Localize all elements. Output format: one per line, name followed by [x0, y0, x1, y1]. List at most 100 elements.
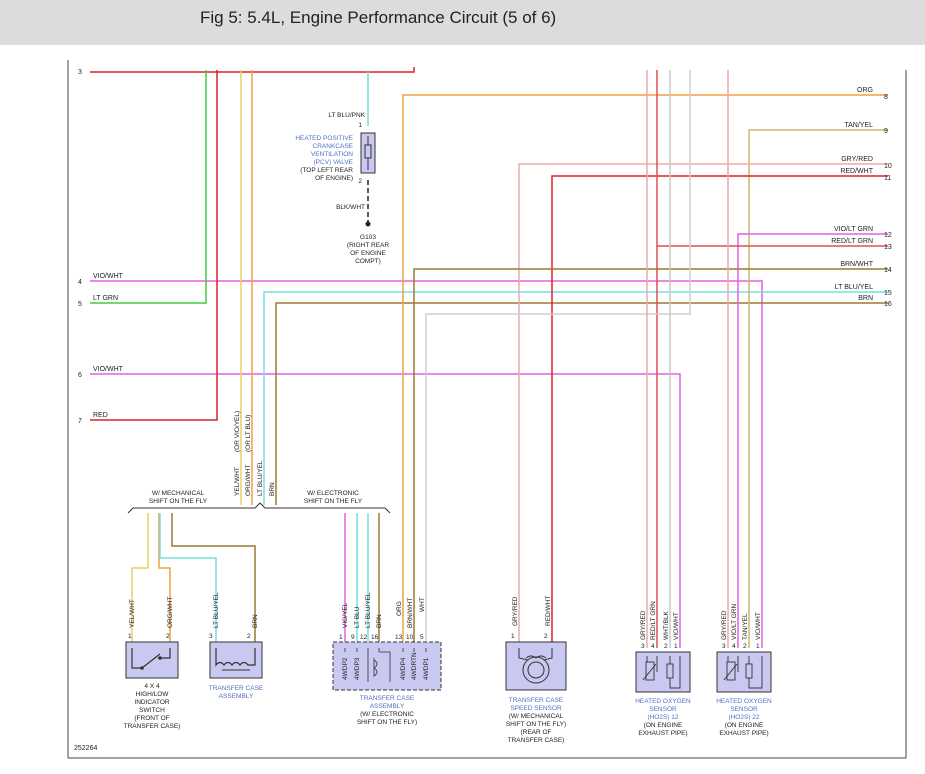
ground-g103	[365, 221, 371, 227]
heated-oxygen-sensor-22: GRY/RED VIO/LT GRN TAN/YEL VIO/WHT 3 4 2…	[716, 603, 772, 737]
component-label: TRANSFER CASE	[209, 685, 264, 692]
wires	[90, 67, 888, 648]
component-label: (ON ENGINE	[644, 722, 683, 729]
tca2-inner-label: 4WDP4	[400, 657, 407, 680]
pcv-name-line: (PCV) VALVE	[314, 159, 354, 166]
left-conn-color: VIO/WHT	[93, 273, 124, 280]
wire-ltblu-15	[263, 291, 888, 505]
component-label: (W/ MECHANICAL	[509, 713, 564, 720]
wire-mech-yel	[131, 513, 149, 648]
wire-vio-6	[90, 373, 681, 648]
pin-label: 9	[351, 634, 355, 641]
pin-label: 5	[420, 634, 424, 641]
pcv-loc-line: OF ENGINE)	[315, 175, 353, 182]
right-conn-num: 8	[884, 94, 888, 101]
ground-loc-line: COMPT)	[355, 258, 381, 265]
pcv-wire-top-label: LT BLU/PNK	[328, 112, 365, 119]
wire-label: BRN	[252, 614, 259, 628]
right-conn-color: RED/WHT	[840, 168, 873, 175]
component-label: SENSOR	[730, 706, 758, 713]
tca2-body	[332, 641, 442, 691]
vlabel-orltblu: (OR LT BLU)	[245, 415, 252, 452]
option-electronic-line: SHIFT ON THE FLY	[304, 498, 363, 505]
pin-label: 16	[371, 634, 379, 641]
pin-label: 12	[360, 634, 368, 641]
speed-sensor-body	[505, 641, 567, 691]
pin-label: 1	[511, 633, 515, 640]
pin-label: 1	[128, 633, 132, 640]
component-label: INDICATOR	[134, 699, 169, 706]
wire-brnwht-14	[413, 268, 888, 648]
component-label: TRANSFER CASE)	[124, 723, 181, 730]
diagram-frame	[67, 60, 907, 759]
ground-loc-line: (RIGHT REAR	[347, 242, 389, 249]
pcv-name-line: CRANKCASE	[313, 143, 354, 150]
wire-label: LT BLU	[354, 606, 361, 628]
left-conn-num: 4	[78, 279, 82, 286]
ground-loc-line: OF ENGINE	[350, 250, 386, 257]
wire-label: TAN/YEL	[742, 613, 749, 640]
component-label: SENSOR	[649, 706, 677, 713]
left-conn-num: 3	[78, 69, 82, 76]
option-mechanical-line: W/ MECHANICAL	[152, 490, 205, 497]
option-electronic-line: W/ ELECTRONIC	[307, 490, 359, 497]
pin-label: 2	[544, 633, 548, 640]
component-label: SHIFT ON THE FLY)	[506, 721, 566, 728]
transfer-case-assembly: LT BLU/YEL BRN 3 2 TRANSFER CASE ASSEMBL…	[209, 592, 264, 700]
wire-violtgrn-12	[737, 233, 888, 648]
wire-label: BRN/WHT	[407, 598, 414, 628]
component-label: EXHAUST PIPE)	[638, 730, 687, 737]
wire-label: YEL/WHT	[129, 599, 136, 628]
right-conn-color: TAN/YEL	[844, 122, 873, 129]
vlabel-ltbluyel: LT BLU/YEL	[257, 460, 264, 496]
right-conn-num: 13	[884, 244, 892, 251]
ho2s12-icon	[642, 656, 681, 689]
wire-label: RED/WHT	[545, 596, 552, 626]
left-conn-color: VIO/WHT	[93, 366, 124, 373]
component-label: TRANSFER CASE	[509, 697, 564, 704]
right-conn-num: 10	[884, 163, 892, 170]
tca-body	[209, 641, 263, 679]
pcv-pin-top: 1	[358, 122, 362, 129]
wire-label: RED/LT GRN	[650, 601, 657, 640]
wire-redwht-11	[551, 175, 888, 648]
wire-mech-ltblu	[159, 513, 217, 648]
component-label: EXHAUST PIPE)	[719, 730, 768, 737]
wire-mech-org	[158, 513, 171, 648]
pcv-name-line: VENTILATION	[311, 151, 353, 158]
tca2-internals	[344, 648, 427, 682]
tca2-inner-label: 4WDRTN	[411, 652, 418, 680]
wire-label: VIO/WHT	[673, 612, 680, 640]
pin-label: 1	[339, 634, 343, 641]
figure-number: 252264	[74, 745, 97, 752]
right-conn-color: ORG	[857, 87, 873, 94]
component-label: SWITCH	[139, 707, 165, 714]
wire-redltgrn-13	[656, 245, 888, 648]
wire-mech-brn	[171, 513, 256, 648]
center-vertical-labels: YEL/WHT (OR VIO/YEL) ORG/WHT (OR LT BLU)…	[234, 411, 276, 496]
ho2s22-body	[716, 651, 772, 693]
component-label: SHIFT ON THE FLY)	[357, 719, 417, 726]
option-brackets	[127, 502, 391, 514]
right-conn-color: BRN/WHT	[840, 261, 873, 268]
tca2-inner-label: 4WDP3	[354, 657, 361, 680]
pin-label: 1	[674, 643, 678, 650]
wire-label: VIO/LT GRN	[731, 603, 738, 640]
component-label: (HO2S) 12	[647, 714, 678, 721]
wire-label: LT BLU/YEL	[213, 592, 220, 628]
component-label: (FRONT OF	[134, 715, 169, 722]
right-conn-color: BRN	[858, 295, 873, 302]
title-bar: Fig 5: 5.4L, Engine Performance Circuit …	[0, 0, 925, 45]
pin-label: 2	[664, 643, 668, 650]
right-conn-num: 11	[884, 175, 891, 182]
wire-red-3	[90, 67, 415, 73]
4x4-indicator-switch: YEL/WHT ORG/WHT 1 2 4 X 4 HIGH/LOW INDIC…	[124, 597, 181, 730]
wire-label: ORG	[396, 601, 403, 616]
pin-label: 2	[743, 643, 747, 650]
component-label: TRANSFER CASE)	[508, 737, 565, 744]
right-connector-labels: ORG 8 TAN/YEL 9 GRY/RED 10 RED/WHT 11 VI…	[831, 87, 892, 308]
pin-label: 4	[732, 643, 736, 650]
component-label: ASSEMBLY	[219, 693, 254, 700]
left-conn-color: LT GRN	[93, 295, 118, 302]
transfer-case-assembly-electronic: VIO/YEL LT BLU LT BLU/YEL BRN ORG BRN/WH…	[332, 592, 442, 726]
